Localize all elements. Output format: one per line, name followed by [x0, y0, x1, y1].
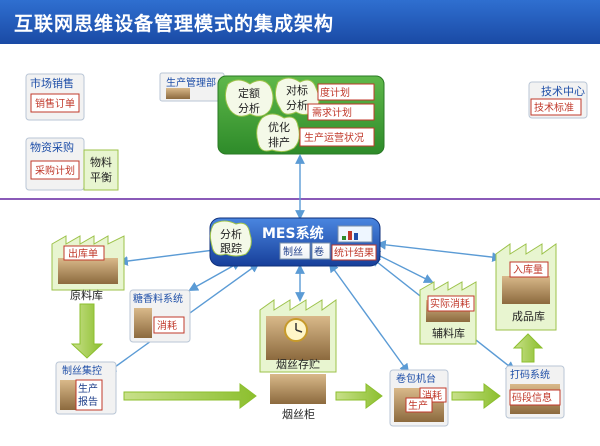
- mes-system-node: 分析 跟踪 MES系统 制丝 卷 统计结果: [209, 217, 381, 267]
- maker-production-doc: 生产: [408, 399, 428, 412]
- mes-doc-primary: 制丝: [283, 245, 303, 258]
- maker-machine-node: 卷包机台 消耗 生产: [389, 369, 449, 427]
- primary-control-node: 制丝集控 生产 报告: [55, 361, 117, 415]
- title-bar: 互联网思维设备管理模式的集成架构: [0, 0, 600, 44]
- cut-storage-label: 烟丝存贮: [276, 357, 320, 371]
- auxiliary-warehouse-label: 辅料库: [432, 326, 465, 340]
- optimize-schedule-line1: 优化: [268, 120, 290, 134]
- production-dept-label: 生产管理部: [166, 76, 216, 89]
- tech-standard-doc: 技术标准: [534, 101, 574, 114]
- analysis-tracking-line2: 跟踪: [220, 241, 242, 255]
- mes-doc-roll: 卷: [314, 245, 324, 258]
- purchase-plan-doc: 采购计划: [35, 164, 75, 177]
- benchmark-analysis-line1: 对标: [286, 83, 308, 97]
- raw-warehouse-label: 原料库: [70, 288, 103, 302]
- market-sales-panel: 市场销售 销售订单: [25, 73, 85, 121]
- coding-system-node: 打码系统 码段信息: [505, 365, 565, 419]
- product-warehouse-node: 入库量 成品库: [495, 243, 557, 331]
- inbound-qty-doc: 入库量: [513, 263, 543, 276]
- process-flow-arrows: [70, 303, 544, 409]
- product-warehouse-label: 成品库: [512, 310, 545, 323]
- production-management-group: 生产管理部 定额 分析 对标 分析 优化 排产 度计划 需求计划 生产运营状况: [159, 72, 385, 155]
- operation-status-doc: 生产运营状况: [304, 131, 364, 144]
- material-balance-line2: 平衡: [90, 171, 112, 184]
- architecture-diagram: 市场销售 销售订单 物资采购 采购计划 物料 平衡 生产管理部 定额 分析 对标…: [0, 72, 600, 427]
- cut-tobacco-storage-node: 烟丝存贮 烟丝柜: [259, 299, 337, 421]
- statistics-result-doc: 统计结果: [334, 246, 374, 259]
- purchase-label: 物资采购: [30, 140, 74, 154]
- tech-center-panel: 技术中心 技术标准: [528, 81, 588, 119]
- schedule-plan-doc: 度计划: [320, 86, 350, 99]
- page-title: 互联网思维设备管理模式的集成架构: [14, 13, 335, 35]
- benchmark-analysis-line2: 分析: [286, 98, 308, 112]
- market-sales-label: 市场销售: [30, 76, 74, 90]
- mes-title: MES系统: [262, 225, 324, 242]
- demand-plan-doc: 需求计划: [312, 106, 352, 119]
- optimize-schedule-line2: 排产: [268, 135, 290, 149]
- production-report-line2: 报告: [78, 395, 98, 408]
- flavor-consumption-doc: 消耗: [157, 319, 177, 332]
- sales-order-doc: 销售订单: [35, 97, 75, 110]
- material-balance-line1: 物料: [90, 155, 112, 169]
- raw-warehouse-node: 出库单 原料库: [51, 235, 125, 302]
- quota-analysis-node: 定额 分析: [224, 79, 274, 117]
- code-segment-doc: 码段信息: [512, 391, 552, 404]
- quota-analysis-line1: 定额: [238, 86, 260, 100]
- maker-machine-label: 卷包机台: [396, 372, 436, 385]
- analysis-tracking-line1: 分析: [220, 227, 242, 241]
- flavor-system-label: 糖香料系统: [133, 292, 183, 305]
- quota-analysis-line2: 分析: [238, 101, 260, 115]
- auxiliary-warehouse-node: 实际消耗 辅料库: [419, 281, 477, 345]
- production-dept-image: [166, 88, 190, 99]
- cut-cabinet-label: 烟丝柜: [282, 407, 315, 421]
- flavor-system-node: 糖香料系统 消耗: [129, 289, 191, 343]
- primary-control-label: 制丝集控: [62, 364, 102, 377]
- coding-system-label: 打码系统: [510, 368, 550, 381]
- purchase-panel: 物资采购 采购计划 物料 平衡: [25, 137, 119, 191]
- optimize-schedule-node: 优化 排产: [256, 113, 300, 153]
- outbound-doc: 出库单: [68, 247, 98, 260]
- actual-consumption-doc: 实际消耗: [430, 297, 470, 310]
- tech-center-label: 技术中心: [541, 85, 585, 98]
- production-report-line1: 生产: [78, 382, 98, 395]
